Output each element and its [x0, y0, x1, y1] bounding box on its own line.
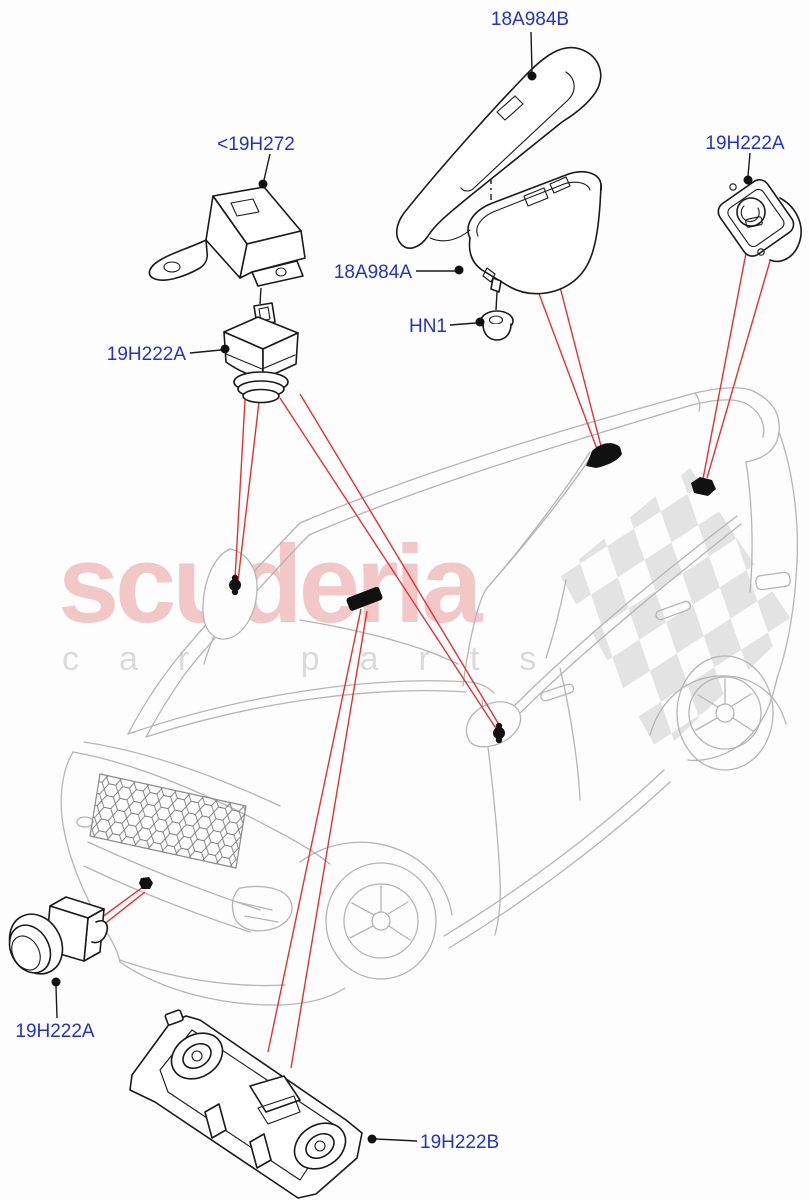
label-camera-mirror[interactable]: 19H222A	[107, 344, 187, 365]
car-illustration	[60, 387, 798, 1006]
mirror-right	[202, 548, 258, 640]
part-camera-mirror-19H222A	[223, 302, 299, 404]
watermark: scuderia car parts	[58, 468, 795, 755]
part-camera-bracket-19H272	[148, 186, 306, 305]
watermark-brand-text: scuderia	[58, 523, 483, 646]
rear-wheel	[649, 655, 787, 771]
door-handle-rear	[655, 600, 692, 621]
mirror-left-marker	[493, 722, 505, 744]
part-number-labels: 18A984B <19H272 19H222A 18A984A HN1 19H2…	[15, 9, 785, 1153]
front-grille	[89, 773, 247, 869]
fog-lamp-vent	[231, 885, 293, 932]
label-antenna-cover[interactable]: 18A984B	[491, 9, 569, 30]
door-handle-front	[540, 683, 575, 702]
label-leader-lines	[51, 31, 753, 1144]
label-nut[interactable]: HN1	[409, 316, 447, 337]
label-camera-windscreen-module[interactable]: 19H222B	[420, 1132, 499, 1153]
roof-rear-camera-marker	[691, 477, 716, 496]
watermark-tagline-text: car parts	[62, 640, 576, 678]
part-camera-roof-19H222A	[717, 179, 802, 263]
front-bumper-marker	[139, 877, 153, 889]
label-camera-front[interactable]: 19H222A	[15, 1021, 95, 1042]
part-camera-front-19H222A	[8, 896, 109, 975]
part-windscreen-camera-module-19H222B	[129, 1009, 363, 1199]
windscreen-camera-marker	[346, 586, 383, 611]
mirror-right-marker	[229, 574, 241, 596]
label-camera-bracket[interactable]: <19H272	[217, 134, 295, 155]
part-nut-HN1	[480, 310, 514, 341]
part-antenna-cover-18A984B	[395, 46, 602, 249]
mount-location-markers	[139, 443, 716, 889]
roof-antenna-marker	[586, 443, 622, 468]
label-antenna-base[interactable]: 18A984A	[334, 262, 413, 283]
front-wheel	[299, 841, 453, 980]
label-camera-roof[interactable]: 19H222A	[705, 133, 785, 154]
checkered-flag-graphic	[560, 468, 795, 755]
